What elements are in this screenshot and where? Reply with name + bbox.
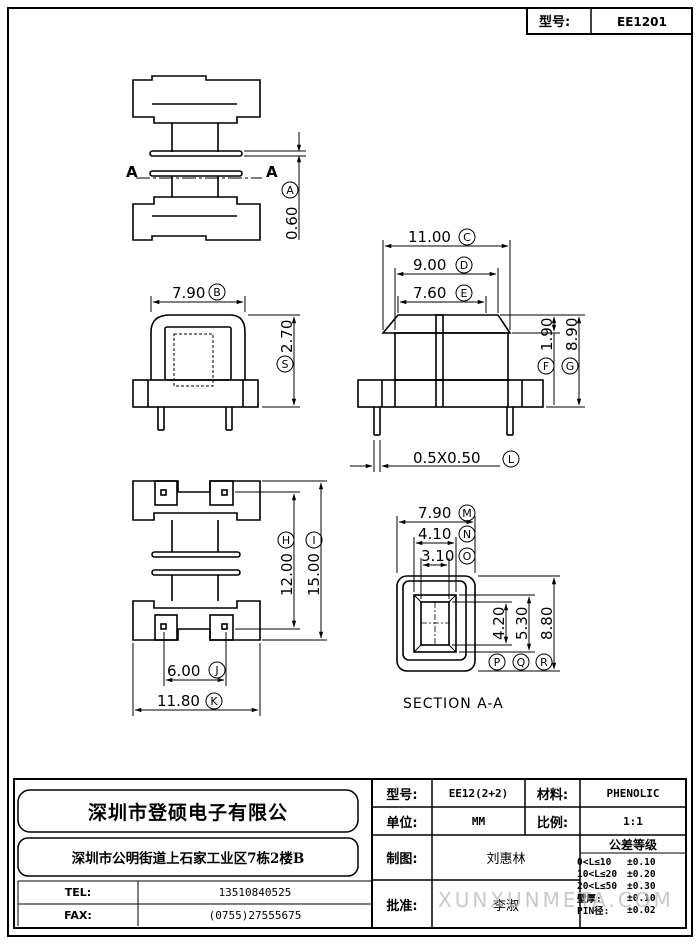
header-model-box: 型号: EE1201 [526, 7, 693, 35]
circle-letter-n: N [463, 528, 471, 541]
tb-material-label: 材料: [536, 787, 569, 803]
watermark: XUNXUNMETA.COM [438, 888, 674, 912]
circle-letter-f: F [543, 360, 549, 373]
dim-l-value: 0.5X0.50 [413, 449, 481, 467]
section-a-a-view [396, 575, 476, 672]
company-name: 深圳市登硕电子有限公 [87, 801, 288, 824]
side-view [357, 314, 544, 436]
company-address: 深圳市公明街道上石家工业区7栋2楼B [71, 851, 305, 867]
tolerance-value: ±0.10 [627, 892, 656, 904]
tb-model-label: 型号: [386, 787, 418, 803]
dim-i-value: 15.00 [305, 553, 323, 596]
tolerance-row: PIN径: ±0.02 [577, 904, 689, 918]
dim-o-value: 3.10 [421, 547, 454, 565]
tolerance-range: 10<L≤20 [577, 868, 618, 880]
tel-label: TEL: [64, 886, 92, 899]
tolerance-range: 壁厚: [577, 894, 602, 905]
dim-f-value: 1.90 [538, 318, 556, 351]
circle-letter-c: C [463, 231, 471, 244]
dim-m-value: 7.90 [418, 504, 451, 522]
tolerance-range: PIN径: [577, 906, 610, 917]
dim-a-value: 0.60 [283, 207, 301, 240]
circle-letter-e: E [461, 287, 468, 300]
circle-letter-r: R [540, 656, 548, 669]
tb-drawn-label: 制图: [386, 852, 418, 867]
tolerance-row: 20<L≤50 ±0.30 [577, 880, 689, 892]
tolerance-value: ±0.20 [627, 868, 656, 880]
tel-value: 13510840525 [218, 886, 292, 899]
circle-letter-g: G [566, 360, 575, 373]
dim-d-value: 9.00 [413, 256, 446, 274]
circle-letter-m: M [462, 507, 472, 520]
dim-j-value: 6.00 [167, 662, 200, 680]
dim-n-value: 4.10 [418, 525, 451, 543]
title-block-frame [13, 778, 687, 929]
tb-unit-label: 单位: [386, 815, 418, 831]
circle-letter-j: J [214, 664, 218, 677]
dim-q-value: 5.30 [513, 607, 531, 640]
tolerance-row: 10<L≤20 ±0.20 [577, 868, 689, 880]
dim-k-value: 11.80 [157, 692, 200, 710]
circle-letter-b: B [213, 286, 221, 299]
tb-scale-label: 比例: [536, 815, 569, 831]
front-view [132, 314, 259, 431]
circle-letter-k: K [210, 695, 218, 708]
circle-letter-o: O [463, 550, 472, 563]
tolerance-row: 0<L≤10 ±0.10 [577, 856, 689, 868]
circle-letter-a: A [286, 184, 294, 197]
tb-unit-value: MM [471, 814, 486, 828]
sheet-border [7, 7, 693, 937]
dim-g-value: 8.90 [563, 318, 581, 351]
header-model-label: 型号: [539, 14, 570, 30]
dim-s-value: 2.70 [278, 320, 296, 353]
circle-letter-i: I [312, 534, 315, 547]
dim-r-value: 8.80 [538, 607, 556, 640]
circle-letter-s: S [282, 358, 289, 371]
dim-c-value: 11.00 [408, 228, 451, 246]
header-model-value: EE1201 [617, 15, 667, 29]
section-mark-right: A [266, 163, 278, 181]
tb-material-value: PHENOLIC [606, 786, 660, 800]
section-title: SECTION A-A [403, 696, 504, 712]
tolerance-range: 20<L≤50 [577, 880, 618, 892]
circle-letter-l: L [508, 453, 515, 466]
tb-model-value: EE12(2+2) [448, 786, 509, 800]
tolerance-table: 0<L≤10 ±0.10 10<L≤20 ±0.20 20<L≤50 ±0.30 壁厚… [577, 856, 689, 918]
dim-b-value: 7.90 [172, 284, 205, 302]
fax-value: (0755)27555675 [208, 908, 302, 922]
dim-p-value: 4.20 [490, 607, 508, 640]
fax-label: FAX: [64, 908, 92, 922]
bottom-view [132, 480, 261, 641]
section-mark-left: A [126, 163, 138, 181]
tolerance-title: 公差等级 [608, 837, 657, 852]
tb-drawn-value: 刘惠林 [486, 852, 526, 867]
dim-e-value: 7.60 [413, 284, 446, 302]
circle-letter-d: D [460, 259, 468, 272]
dim-h-value: 12.00 [278, 553, 296, 596]
tb-scale-value: 1:1 [623, 814, 643, 828]
tolerance-range: 0<L≤10 [577, 856, 612, 868]
tolerance-row: 壁厚: ±0.10 [577, 892, 689, 906]
tb-approved-label: 批准: [386, 898, 418, 914]
circle-letter-p: P [494, 656, 501, 669]
tolerance-value: ±0.02 [627, 904, 656, 916]
top-view [132, 75, 261, 241]
tolerance-value: ±0.30 [627, 880, 656, 892]
circle-letter-q: Q [517, 656, 526, 669]
tolerance-value: ±0.10 [627, 856, 656, 868]
circle-letter-h: H [282, 534, 290, 547]
tb-approved-value: 李淑 [492, 898, 519, 914]
